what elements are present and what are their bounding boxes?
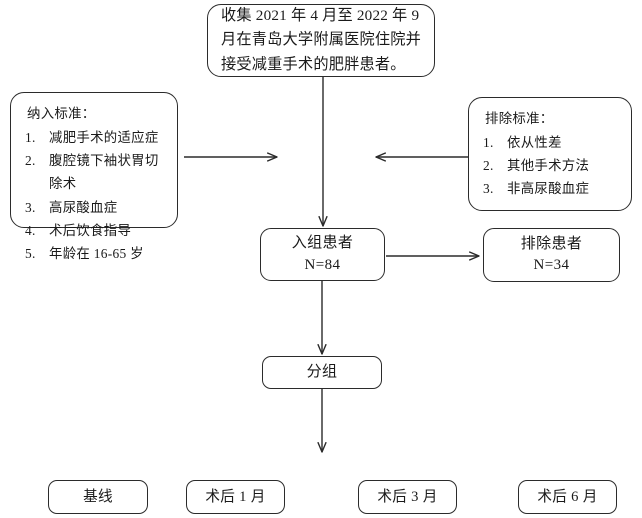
list-item: 2. 腹腔镜下袖状胃切除术 xyxy=(25,149,165,195)
exclusion-criteria-box: 排除标准： 1. 依从性差 2. 其他手术方法 3. 非高尿酸血症 xyxy=(468,97,632,211)
inclusion-criteria-box: 纳入标准： 1. 减肥手术的适应症 2. 腹腔镜下袖状胃切除术 3. 高尿酸血症… xyxy=(10,92,178,261)
item-number: 3. xyxy=(483,181,494,197)
source-cohort-box: 收集 2021 年 4 月至 2022 年 9 月在青岛大学附属医院住院并 接受… xyxy=(207,4,435,77)
timepoint-label: 术后 6 月 xyxy=(537,488,598,505)
item-text: 减肥手术的适应症 xyxy=(49,130,159,145)
item-number: 2. xyxy=(25,153,36,169)
timepoint-label: 基线 xyxy=(83,488,113,505)
item-text: 高尿酸血症 xyxy=(49,199,118,215)
item-number: 1. xyxy=(25,130,36,145)
enrolled-count: N=84 xyxy=(304,256,341,273)
item-text: 非高尿酸血症 xyxy=(507,181,590,197)
list-item: 3. 非高尿酸血症 xyxy=(483,177,619,200)
item-number: 4. xyxy=(25,222,36,238)
list-item: 3. 高尿酸血症 xyxy=(25,196,165,219)
exclusion-criteria-list: 1. 依从性差 2. 其他手术方法 3. 非高尿酸血症 xyxy=(483,131,619,201)
timepoint-box-3-month: 术后 3 月 xyxy=(358,480,457,514)
item-text: 腹腔镜下袖状胃切除术 xyxy=(49,153,159,192)
grouping-box: 分组 xyxy=(262,356,382,389)
enrolled-patients-box: 入组患者 N=84 xyxy=(260,228,385,281)
item-text: 术后饮食指导 xyxy=(49,222,132,238)
excluded-patients-box: 排除患者 N=34 xyxy=(483,228,620,282)
item-number: 3. xyxy=(25,199,36,215)
item-text: 其他手术方法 xyxy=(507,158,590,174)
inclusion-criteria-title: 纳入标准： xyxy=(27,106,96,121)
item-text: 依从性差 xyxy=(507,135,562,150)
timepoint-box-6-month: 术后 6 月 xyxy=(518,480,617,514)
item-number: 1. xyxy=(483,135,494,150)
excluded-label: 排除患者 xyxy=(520,235,583,252)
source-line-1: 收集 2021 年 4 月至 2022 年 9 xyxy=(221,7,420,25)
grouping-label: 分组 xyxy=(306,364,338,381)
item-number: 2. xyxy=(483,158,494,174)
source-line-3: 接受减重手术的肥胖患者。 xyxy=(221,55,406,73)
timepoint-box-1-month: 术后 1 月 xyxy=(186,480,285,514)
item-number: 5. xyxy=(25,245,36,261)
list-item: 4. 术后饮食指导 xyxy=(25,219,165,242)
list-item: 1. 减肥手术的适应症 xyxy=(25,126,165,149)
source-line-2: 月在青岛大学附属医院住院并 xyxy=(221,31,422,49)
exclusion-criteria-title: 排除标准： xyxy=(485,111,554,126)
timepoint-box-baseline: 基线 xyxy=(48,480,148,514)
enrolled-label: 入组患者 xyxy=(291,235,354,252)
list-item: 2. 其他手术方法 xyxy=(483,154,619,177)
list-item: 1. 依从性差 xyxy=(483,131,619,154)
timepoint-label: 术后 3 月 xyxy=(377,488,438,505)
excluded-count: N=34 xyxy=(533,257,570,273)
inclusion-criteria-list: 1. 减肥手术的适应症 2. 腹腔镜下袖状胃切除术 3. 高尿酸血症 4. 术后… xyxy=(25,126,165,265)
timepoint-label: 术后 1 月 xyxy=(205,488,266,505)
list-item: 5. 年龄在 16-65 岁 xyxy=(25,242,165,265)
item-text: 年龄在 16-65 岁 xyxy=(49,245,144,261)
